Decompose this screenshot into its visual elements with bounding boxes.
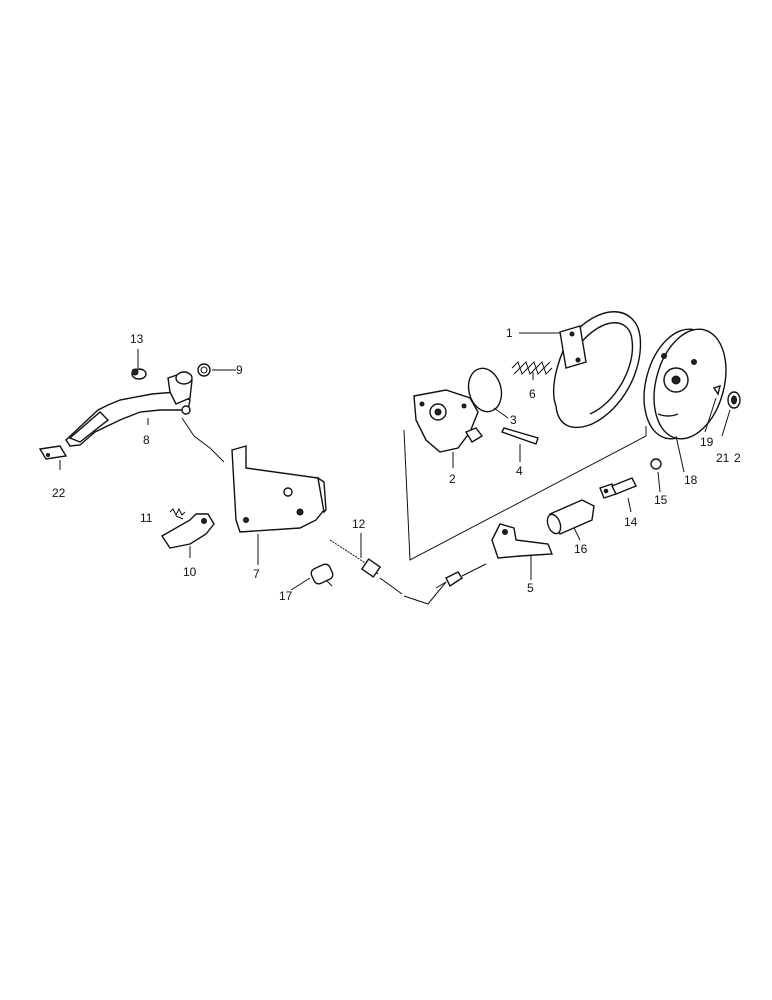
part-18-brake-drum	[643, 328, 727, 440]
callout-11: 11	[140, 511, 153, 525]
part-19-key	[712, 384, 721, 396]
callout-7: 7	[253, 567, 260, 581]
rod-clevis	[435, 563, 487, 589]
callout-8: 8	[143, 433, 150, 447]
callout-5: 5	[527, 581, 534, 595]
callout-14: 14	[624, 515, 638, 529]
part-6-spring	[511, 361, 553, 375]
callout-21: 21	[716, 451, 730, 465]
part-8-brake-pedal	[65, 371, 193, 447]
part-15-oring	[650, 458, 662, 470]
callout-2b: 2	[734, 451, 741, 465]
callout-18: 18	[684, 473, 698, 487]
part-1-brake-band	[553, 311, 642, 429]
callout-19: 19	[700, 435, 714, 449]
part-3-seal-ring	[467, 367, 503, 413]
part-4-pin	[501, 427, 539, 445]
callout-9: 9	[236, 363, 243, 377]
callout-4: 4	[516, 464, 523, 478]
part-22-plate	[38, 445, 68, 460]
part-10-clip	[161, 513, 215, 549]
leader-lines	[59, 332, 731, 591]
part-14-clevis	[599, 477, 637, 499]
callout-15: 15	[654, 493, 668, 507]
part-13-bushing	[131, 368, 147, 380]
callout-16: 16	[574, 542, 588, 556]
callout-10: 10	[183, 565, 197, 579]
part-12-rod	[329, 539, 403, 595]
part-21-nut	[727, 391, 741, 409]
part-5-lever-bracket	[491, 523, 554, 559]
callout-6: 6	[529, 387, 536, 401]
callout-12: 12	[352, 517, 366, 531]
part-2-brake-housing	[413, 389, 484, 453]
connection-lines	[181, 417, 647, 605]
callout-2: 2	[449, 472, 456, 486]
callout-3: 3	[510, 413, 517, 427]
callout-17: 17	[279, 589, 293, 603]
callout-1: 1	[506, 326, 513, 340]
part-7-bracket	[231, 445, 327, 533]
callout-22: 22	[52, 486, 66, 500]
part-9-washer	[197, 363, 211, 377]
part-11-spring	[169, 507, 186, 517]
callout-labels: 1 13 9 6 3 8 2 4 22 19 21 2 18 15 11 12 …	[52, 326, 741, 603]
part-16-cylinder	[546, 499, 595, 535]
part-17-switch	[310, 563, 334, 587]
callout-13: 13	[130, 332, 144, 346]
